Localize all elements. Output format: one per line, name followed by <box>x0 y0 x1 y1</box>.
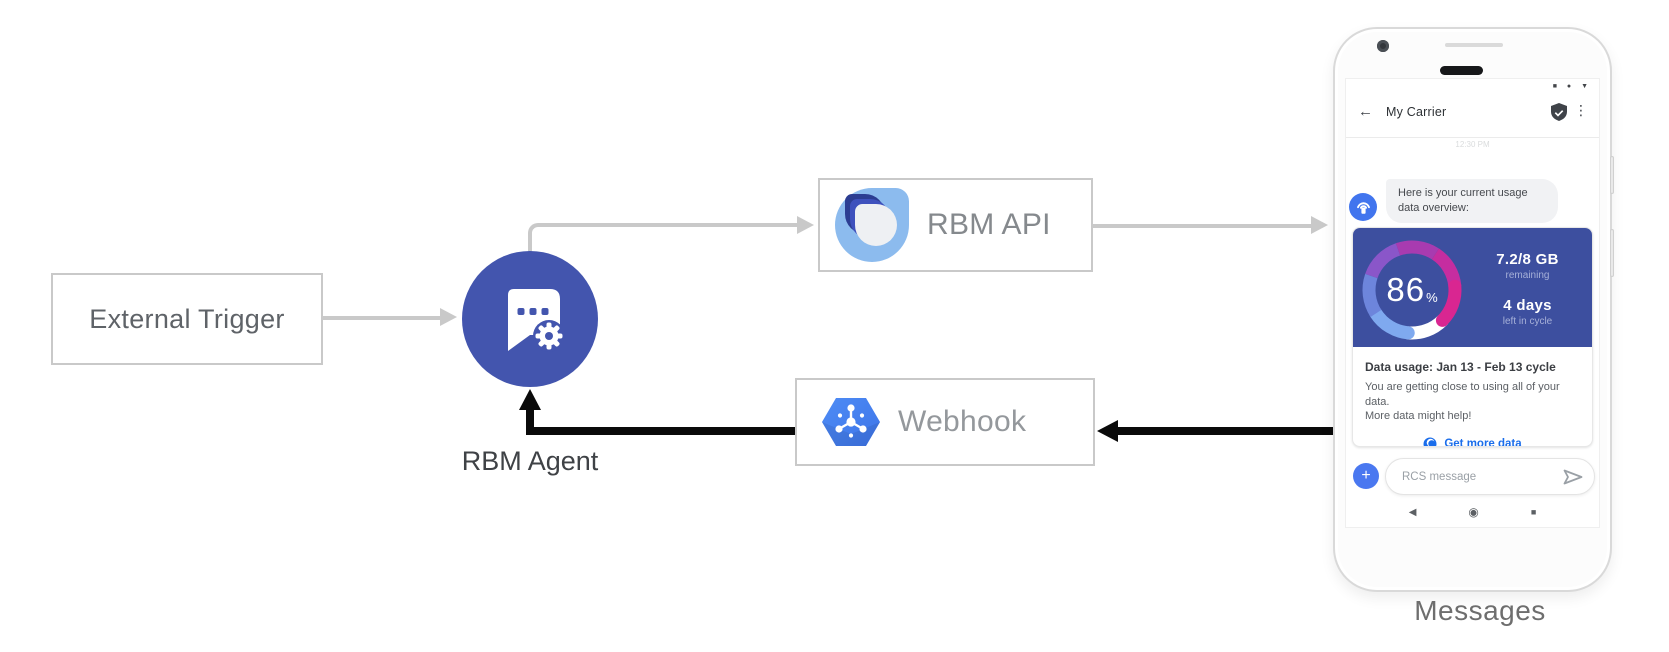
webhook-node: Webhook <box>795 378 1095 466</box>
messages-caption: Messages <box>1414 595 1546 626</box>
bubble-text-line2: data overview: <box>1398 202 1469 214</box>
chat-bubble: Here is your current usage data overview… <box>1386 179 1558 223</box>
usage-percent-sign: % <box>1426 289 1438 305</box>
usage-percent: 86 % <box>1357 235 1467 345</box>
send-icon[interactable] <box>1563 469 1583 490</box>
rbm-api-label: RBM API <box>927 208 1051 241</box>
conversation-title: My Carrier <box>1386 105 1447 119</box>
rbm-agent-label: RBM Agent <box>461 446 599 476</box>
arrow-trigger-to-agent <box>323 316 441 320</box>
overflow-menu-icon[interactable]: ⋮ <box>1574 102 1588 118</box>
connector-webhook-to-agent-v <box>526 408 534 435</box>
arrowhead-trigger-to-agent <box>440 308 457 326</box>
earpiece <box>1440 66 1483 75</box>
bubble-text-line1: Here is your current usage <box>1398 187 1528 199</box>
usage-card-title: Data usage: Jan 13 - Feb 13 cycle <box>1365 360 1556 374</box>
nav-back-button[interactable]: ◀ <box>1408 506 1417 518</box>
agent-avatar <box>1349 193 1377 221</box>
top-speaker-slot <box>1445 43 1503 47</box>
usage-rich-card: 86 % 7.2/8 GB remaining 4 days left in c… <box>1352 227 1593 447</box>
verified-shield-icon <box>1551 103 1567 126</box>
usage-percent-value: 86 <box>1386 271 1426 308</box>
external-trigger-label: External Trigger <box>89 303 285 334</box>
arrowhead-agent-to-api <box>797 216 814 234</box>
usage-card-header: 86 % 7.2/8 GB remaining 4 days left in c… <box>1353 228 1592 347</box>
status-bar-icons: ■ ● ▼ <box>1552 83 1592 90</box>
volume-button <box>1610 156 1614 194</box>
nav-recents-button[interactable]: ■ <box>1530 507 1537 517</box>
arrowhead-api-to-phone <box>1311 216 1328 234</box>
attach-plus-button[interactable]: + <box>1353 463 1379 489</box>
arrow-phone-to-webhook <box>1118 427 1335 435</box>
get-more-data-button[interactable]: Get more data <box>1365 437 1580 447</box>
arrowhead-phone-to-webhook <box>1097 420 1118 442</box>
connector-webhook-to-agent-h <box>526 427 795 435</box>
rbm-agent-node <box>462 251 598 387</box>
usage-card-body: Data usage: Jan 13 - Feb 13 cycle You ar… <box>1353 347 1592 447</box>
data-remaining-value: 7.2/8 GB <box>1496 250 1559 268</box>
rbm-api-logo-icon <box>835 188 909 262</box>
power-button <box>1610 229 1614 277</box>
arrow-api-to-phone <box>1093 224 1312 228</box>
phone-screen: ■ ● ▼ ← My Carrier ⋮ 12:30 PM <box>1345 78 1600 528</box>
pubsub-hexagon-icon <box>822 398 880 446</box>
usage-gauge <box>1362 240 1462 340</box>
days-left-label: left in cycle <box>1502 315 1553 327</box>
conversation-header: ← My Carrier ⋮ 12:30 PM <box>1346 93 1599 149</box>
data-remaining-label: remaining <box>1505 269 1550 281</box>
android-nav-bar: ◀ ◉ ■ <box>1346 503 1599 521</box>
connector-agent-to-api <box>528 223 797 253</box>
arrowhead-webhook-to-agent <box>519 389 541 410</box>
antenna-icon <box>1356 201 1370 214</box>
front-camera <box>1377 40 1389 52</box>
rcs-message-input[interactable] <box>1402 460 1552 493</box>
chat-gear-icon <box>508 289 565 352</box>
nav-home-button[interactable]: ◉ <box>1468 505 1479 519</box>
get-more-data-label: Get more data <box>1444 437 1522 447</box>
usage-card-text-line1: You are getting close to using all of yo… <box>1365 381 1560 408</box>
rbm-api-node: RBM API <box>818 178 1093 272</box>
external-trigger-node: External Trigger <box>51 273 323 365</box>
phone-mockup: ■ ● ▼ ← My Carrier ⋮ 12:30 PM <box>1333 27 1614 592</box>
globe-icon <box>1423 437 1437 446</box>
webhook-label: Webhook <box>898 405 1027 438</box>
back-arrow-icon[interactable]: ← <box>1358 103 1373 120</box>
usage-card-text-line2: More data might help! <box>1365 410 1472 422</box>
message-composer <box>1385 458 1595 495</box>
days-left-value: 4 days <box>1503 296 1552 314</box>
message-timestamp: 12:30 PM <box>1455 140 1490 149</box>
